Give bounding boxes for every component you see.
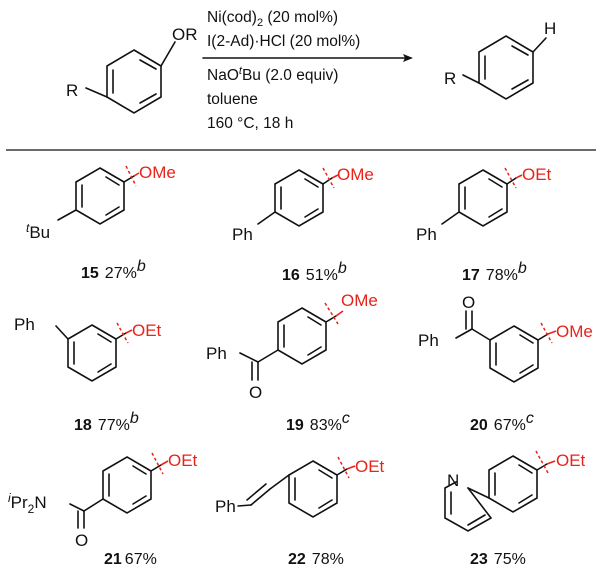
entry-23-leaving-group: OEt [556, 451, 586, 470]
product-h-label: H [544, 19, 556, 38]
entry-19-structure: OMe Ph O [206, 291, 378, 402]
entry-22-structure: OEt Ph [215, 456, 385, 518]
entry-18-leaving-group: OEt [132, 321, 162, 340]
reaction-arrow-head [403, 54, 413, 62]
entry-21-structure: OEt O iPr2N [8, 451, 198, 550]
entry-18-structure: Ph OEt [14, 315, 162, 382]
entry-22-leaving-group: OEt [355, 457, 385, 476]
entry-21-leaving-group: OEt [168, 451, 198, 470]
product-r-label: R [444, 69, 456, 88]
entry-20-leaving-group: OMe [556, 322, 593, 341]
entry-19-substituent: Ph [206, 344, 227, 363]
entry-15-substituent: tBu [26, 221, 50, 242]
reactant-r-label: R [66, 81, 78, 100]
reaction-conditions: Ni(cod)2 (20 mol%) I(2-Ad)·HCl (20 mol%)… [202, 9, 413, 132]
entry-20-structure: O Ph OMe [418, 293, 593, 383]
entry-17-structure: OEt Ph [416, 165, 552, 244]
entry-16-leaving-group: OMe [337, 165, 374, 184]
entry-15-structure: OMe tBu [26, 163, 176, 242]
entry-20-carbonyl-o: O [462, 293, 475, 312]
reactant-og-label: OR [172, 25, 198, 44]
solvent-line: toluene [207, 91, 258, 108]
base-line: NaOtBu (2.0 equiv) [207, 65, 338, 84]
entry-16-structure: OMe Ph [232, 165, 374, 244]
entry-15-leaving-group: OMe [139, 163, 176, 182]
reactant-structure: OR R [66, 25, 198, 114]
entry-23-structure: OEt N [444, 450, 586, 532]
entry-17-substituent: Ph [416, 225, 437, 244]
entry-17-leaving-group: OEt [522, 165, 552, 184]
catalyst-line: Ni(cod)2 (20 mol%) [207, 9, 338, 29]
entry-20-substituent: Ph [418, 331, 439, 350]
ligand-line: I(2-Ad)·HCl (20 mol%) [207, 33, 360, 50]
entry-21-substituent: iPr2N [8, 491, 47, 516]
entry-18-substituent: Ph [14, 315, 35, 334]
entry-22-substituent: Ph [215, 497, 236, 516]
entry-19-carbonyl-o: O [249, 383, 262, 402]
product-structure: H R [444, 19, 556, 100]
entry-23-heteroatom: N [447, 471, 459, 490]
temperature-line: 160 °C, 18 h [207, 115, 293, 132]
entry-21-carbonyl-o: O [75, 531, 88, 550]
entry-16-substituent: Ph [232, 225, 253, 244]
entry-19-leaving-group: OMe [341, 291, 378, 310]
